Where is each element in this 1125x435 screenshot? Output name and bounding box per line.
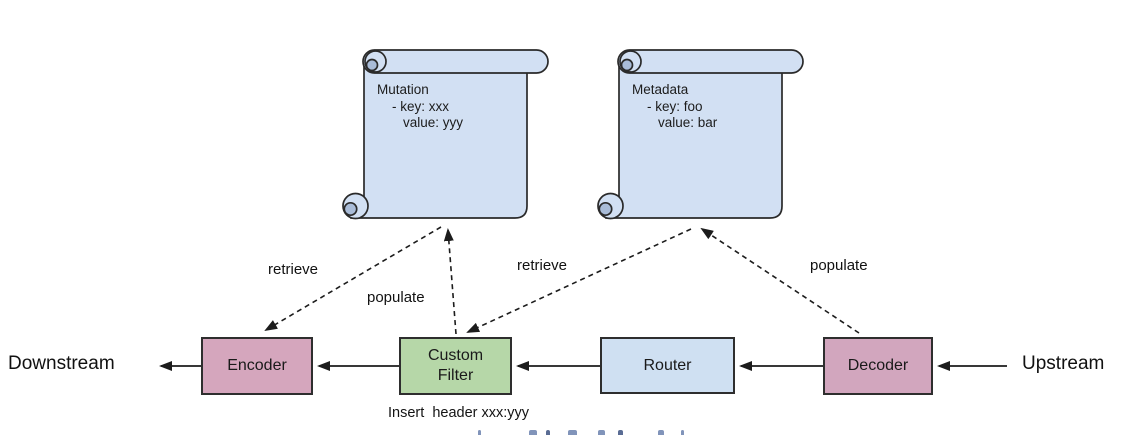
metadata-title: Metadata xyxy=(632,82,689,97)
retrieve-label-right: retrieve xyxy=(517,257,568,274)
scroll-body xyxy=(349,61,528,219)
custom-filter-caption: Insert header xxx:yyy xyxy=(388,405,530,421)
decoder-label: Decoder xyxy=(847,357,909,374)
scroll-bottom-curl-inner xyxy=(343,201,358,217)
scroll-body xyxy=(604,61,783,219)
scroll-top-roll xyxy=(362,49,549,74)
metadata-key-line: - key: foo xyxy=(647,98,703,114)
mutation-scroll-text: Mutation - key: xxx value: yyy xyxy=(377,82,463,132)
arrow-populate-decoder-to-metadata xyxy=(700,227,860,334)
arrow-populate-customfilter-to-mutation xyxy=(443,228,457,335)
mutation-value-line: value: yyy xyxy=(403,115,464,130)
custom-filter-label-line2: Filter xyxy=(437,367,474,384)
custom-filter-node: Custom Filter xyxy=(399,337,512,395)
downstream-label: Downstream xyxy=(8,353,115,374)
mutation-scroll-shape xyxy=(342,49,549,220)
encoder-label: Encoder xyxy=(227,357,287,374)
custom-filter-label-line1: Custom xyxy=(427,347,484,364)
arrow-retrieve-metadata-to-customfilter xyxy=(466,228,692,333)
clipped-text-fragment xyxy=(0,430,1125,435)
mutation-key-line: - key: xxx xyxy=(392,98,450,114)
retrieve-label-left: retrieve xyxy=(268,261,319,278)
metadata-scroll-shape xyxy=(597,49,804,220)
scroll-top-roll xyxy=(617,49,804,74)
arrow-retrieve-mutation-to-encoder xyxy=(264,226,442,332)
scroll-top-curl-inner xyxy=(620,58,634,72)
scroll-top-curl-inner xyxy=(365,58,379,72)
router-node: Router xyxy=(600,337,735,394)
scroll-bottom-curl-inner xyxy=(598,201,613,217)
populate-label-right: populate xyxy=(810,257,868,274)
metadata-value-line: value: bar xyxy=(658,115,718,130)
metadata-scroll-text: Metadata - key: foo value: bar xyxy=(632,82,717,132)
upstream-label: Upstream xyxy=(1022,353,1105,374)
populate-label-left: populate xyxy=(367,289,425,306)
encoder-node: Encoder xyxy=(201,337,313,395)
router-label: Router xyxy=(643,356,692,374)
decoder-node: Decoder xyxy=(823,337,933,395)
mutation-title: Mutation xyxy=(377,82,429,97)
